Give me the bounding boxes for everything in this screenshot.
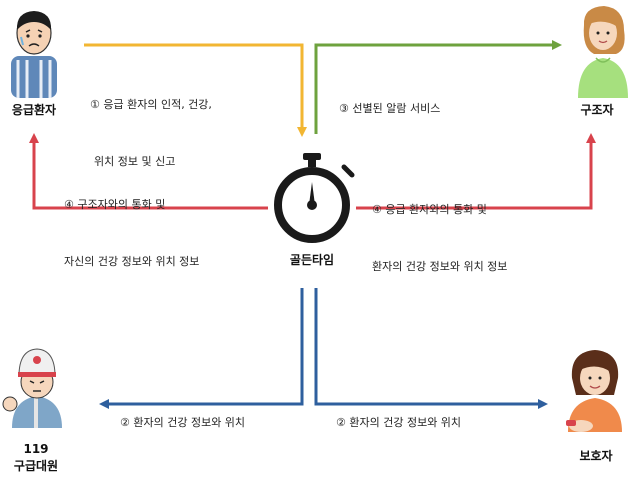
- guardian-label: 보호자: [566, 448, 626, 465]
- report-arrow: [84, 43, 307, 137]
- rescuer-call-flow-line1: ④ 응급 환자와의 통화 및: [372, 203, 487, 216]
- report-flow-line1: ① 응급 환자의 인적, 건강,: [90, 98, 212, 111]
- alarm-arrow: [314, 40, 562, 134]
- guardian-icon: [566, 350, 622, 432]
- golden-time-label: 골든타임: [272, 252, 352, 269]
- patient-label: 응급환자: [4, 102, 64, 119]
- info-to-119-arrow: [99, 288, 304, 409]
- to-119-flow-line1: ② 환자의 건강 정보와 위치: [120, 416, 246, 429]
- paramedic-icon: [2, 348, 62, 428]
- rescuer-label: 구조자: [570, 102, 624, 119]
- rescuer-call-flow-label: ④ 응급 환자와의 통화 및 환자의 건강 정보와 위치 정보: [372, 162, 507, 295]
- report-flow-line2: 위치 정보 및 신고: [94, 155, 176, 168]
- patient-call-flow-label: ④ 구조자와의 통화 및 자신의 건강 정보와 위치 정보: [64, 157, 199, 290]
- report-flow-label: ① 응급 환자의 인적, 건강, 위치 정보 및 신고: [90, 57, 212, 190]
- rescuer-label-text: 구조자: [580, 103, 614, 117]
- guardian-label-text: 보호자: [579, 449, 613, 463]
- alarm-flow-line1: ③ 선별된 알람 서비스: [339, 102, 441, 115]
- stopwatch-icon: [274, 153, 355, 243]
- patient-call-flow-line1: ④ 구조자와의 통화 및: [64, 198, 166, 211]
- to-guardian-flow-label: ② 환자의 건강 정보와 위치: [336, 375, 461, 451]
- alarm-flow-label: ③ 선별된 알람 서비스: [339, 61, 440, 137]
- patient-label-text: 응급환자: [11, 103, 57, 117]
- rescuer-call-flow-line2: 환자의 건강 정보와 위치 정보: [372, 260, 508, 273]
- paramedic-label-text: 구급대원: [13, 459, 59, 473]
- call-to-patient-arrow: [29, 133, 268, 210]
- golden-time-label-text: 골든타임: [289, 253, 335, 267]
- call-to-rescuer-arrow: [356, 133, 596, 210]
- paramedic-label-number: 119: [23, 442, 49, 456]
- to-119-flow-label: ② 환자의 건강 정보와 위치: [120, 375, 245, 451]
- paramedic-label: 119 구급대원: [4, 441, 68, 475]
- patient-call-flow-line2: 자신의 건강 정보와 위치 정보: [64, 255, 200, 268]
- info-to-guardian-arrow: [314, 288, 548, 409]
- rescuer-icon: [578, 6, 628, 98]
- to-guardian-flow-line1: ② 환자의 건강 정보와 위치: [336, 416, 462, 429]
- patient-icon: [11, 11, 57, 98]
